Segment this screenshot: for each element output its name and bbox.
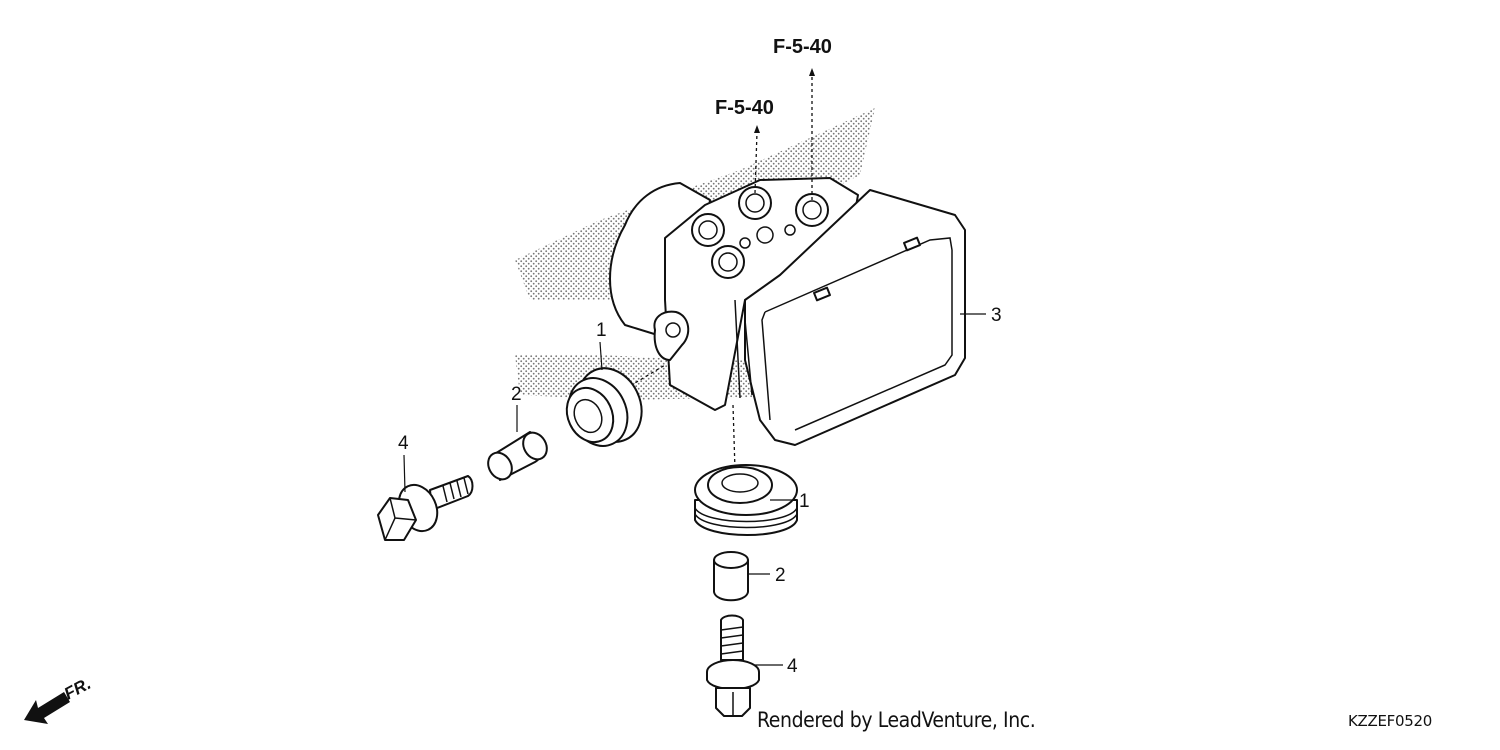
front-direction-arrow-icon bbox=[24, 692, 70, 724]
render-credit: Rendered by LeadVenture, Inc. bbox=[757, 708, 1036, 732]
diagram-code: KZZEF0520 bbox=[1348, 712, 1432, 730]
callout-bolt-left[interactable]: 4 bbox=[398, 433, 409, 454]
callout-grommet-upper[interactable]: 1 bbox=[596, 320, 607, 341]
bolt-left-illustration[interactable] bbox=[377, 475, 474, 541]
collar-left-illustration[interactable] bbox=[483, 428, 551, 483]
callout-bolt-lower[interactable]: 4 bbox=[787, 656, 798, 677]
callout-leaders bbox=[403, 313, 986, 666]
abs-modulator-illustration[interactable] bbox=[609, 177, 966, 446]
callout-collar-left[interactable]: 2 bbox=[511, 384, 522, 405]
bolt-lower-illustration[interactable] bbox=[706, 614, 760, 717]
collar-lower-illustration[interactable] bbox=[713, 551, 749, 602]
reference-label-upper[interactable]: F-5-40 bbox=[773, 36, 832, 58]
callout-grommet-lower[interactable]: 1 bbox=[799, 491, 810, 512]
grommet-upper-illustration[interactable] bbox=[558, 358, 653, 456]
reference-label-lower[interactable]: F-5-40 bbox=[715, 97, 774, 119]
callout-abs-modulator[interactable]: 3 bbox=[991, 305, 1002, 326]
callout-collar-lower[interactable]: 2 bbox=[775, 565, 786, 586]
grommet-lower-illustration[interactable] bbox=[694, 464, 798, 536]
